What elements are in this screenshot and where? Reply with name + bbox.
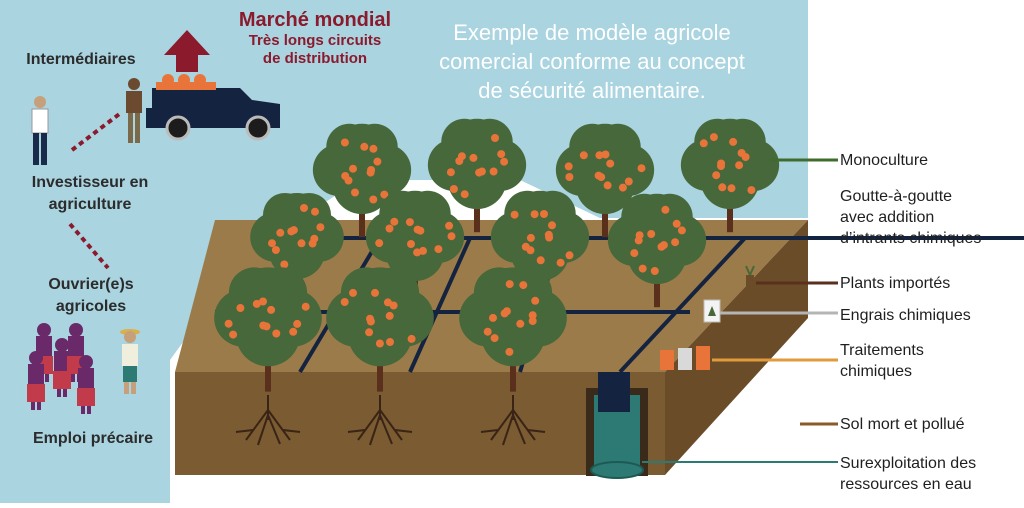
label-chemical-treatments: Traitements chimiques	[840, 340, 1022, 382]
label-dead-soil-text: Sol mort et pollué	[840, 416, 965, 433]
label-drip-line-1: Goutte-à-goutte	[840, 188, 952, 205]
workers-label: Ouvrier(e)s agricoles	[6, 274, 176, 318]
title-line-3: de sécurité alimentaire.	[478, 78, 705, 103]
label-chemical-fertilizers: Engrais chimiques	[840, 305, 1022, 326]
investor-label: Investisseur en agriculture	[6, 172, 174, 216]
label-treatments-line-2: chimiques	[840, 363, 912, 380]
label-water-line-1: Surexploitation des	[840, 455, 976, 472]
title-line-2: comercial conforme au concept	[439, 49, 745, 74]
intermediaries-label: Intermédiaires	[6, 49, 156, 71]
diagram-title: Exemple de modèle agricole comercial con…	[392, 18, 792, 105]
investor-label-line-2: agriculture	[49, 196, 132, 213]
label-drip-line-2: avec addition	[840, 209, 934, 226]
label-imported-plants: Plants importés	[840, 273, 1022, 294]
label-monoculture: Monoculture	[840, 150, 1022, 171]
label-imported-plants-text: Plants importés	[840, 275, 950, 292]
label-drip-line-3: d’intrants chimiques	[840, 230, 981, 247]
market-heading: Marché mondial	[222, 8, 408, 32]
precarious-label: Emploi précaire	[10, 428, 176, 450]
investor-label-line-1: Investisseur en	[32, 174, 149, 191]
label-dead-soil: Sol mort et pollué	[840, 414, 1022, 435]
label-water-overuse: Surexploitation des ressources en eau	[840, 453, 1022, 495]
global-market-label: Marché mondial Très longs circuits de di…	[222, 8, 408, 68]
workers-label-line-2: agricoles	[56, 298, 126, 315]
title-line-1: Exemple de modèle agricole	[453, 20, 731, 45]
worker-person-icon	[27, 351, 45, 410]
workers-label-line-1: Ouvrier(e)s	[48, 276, 133, 293]
label-water-line-2: ressources en eau	[840, 476, 972, 493]
label-treatments-line-1: Traitements	[840, 342, 924, 359]
label-drip-irrigation: Goutte-à-goutte avec addition d’intrants…	[840, 186, 1022, 249]
label-monoculture-text: Monoculture	[840, 152, 928, 169]
label-fertilizers-text: Engrais chimiques	[840, 307, 971, 324]
market-subheading-2: de distribution	[222, 50, 408, 68]
market-subheading-1: Très longs circuits	[222, 32, 408, 50]
worker-person-icon	[77, 355, 95, 414]
